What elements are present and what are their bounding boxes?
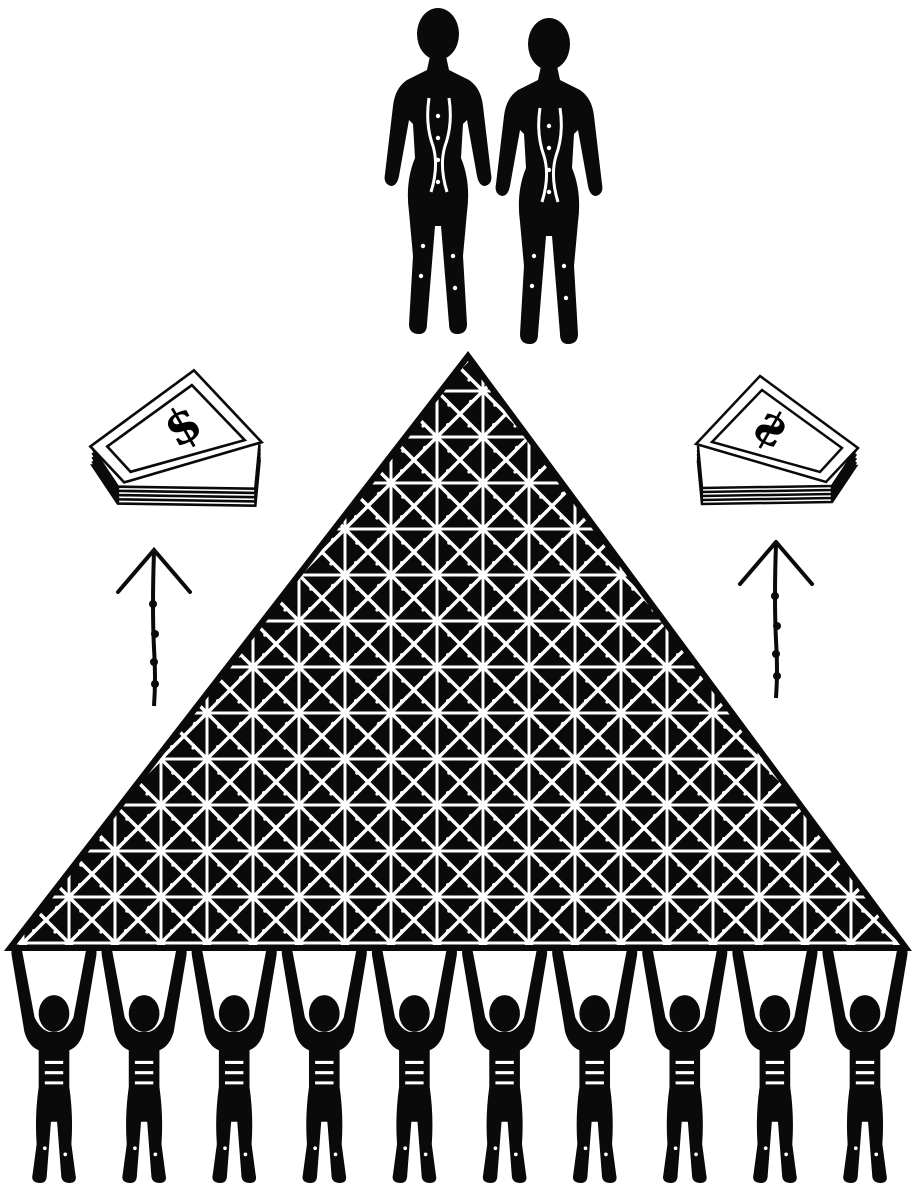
base-figures-row bbox=[11, 946, 907, 1183]
base-figure bbox=[462, 946, 547, 1183]
base-figure bbox=[372, 946, 457, 1183]
base-figure bbox=[192, 946, 277, 1183]
money-stack-left-icon bbox=[90, 370, 261, 505]
base-figure bbox=[732, 946, 817, 1183]
base-figure bbox=[11, 946, 96, 1183]
top-couple bbox=[385, 8, 603, 344]
top-figure-right bbox=[496, 18, 603, 344]
up-arrow-left-icon bbox=[118, 550, 190, 706]
base-figure bbox=[102, 946, 187, 1183]
base-figure bbox=[642, 946, 727, 1183]
base-figure bbox=[822, 946, 907, 1183]
top-figure-left bbox=[385, 8, 492, 334]
base-figure bbox=[282, 946, 367, 1183]
base-figure bbox=[552, 946, 637, 1183]
up-arrow-right-icon bbox=[740, 542, 812, 698]
money-stack-right-icon bbox=[696, 376, 858, 504]
